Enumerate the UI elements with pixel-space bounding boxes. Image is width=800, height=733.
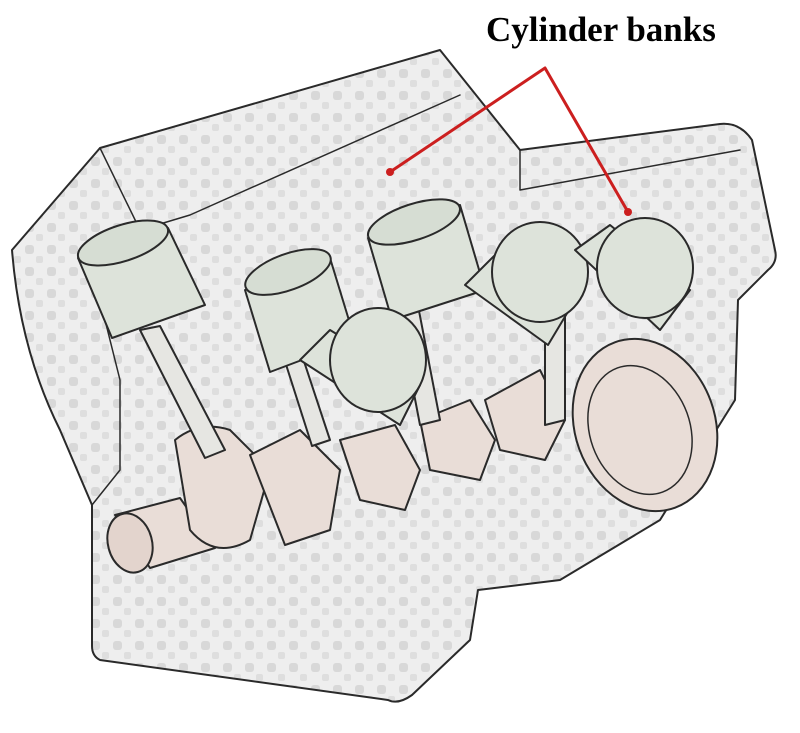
callout-dot-right [624,208,632,216]
connecting-rod-1 [139,325,226,459]
flywheel [571,337,719,513]
piston-right-1 [299,307,427,426]
piston-right-3 [574,217,694,331]
callout-dot-left [386,168,394,176]
piston-left-1 [76,219,206,339]
piston-right-2 [464,221,589,346]
crankshaft-web-2 [249,429,341,546]
flywheel-inner [587,364,693,496]
crankshaft-web-3 [339,424,421,511]
block-edge-right [519,149,741,191]
crankshaft-snout-end [106,512,154,574]
callout-leader-lines [389,66,630,213]
callout-label: Cylinder banks [486,10,716,49]
block-edge-lower [91,299,121,506]
